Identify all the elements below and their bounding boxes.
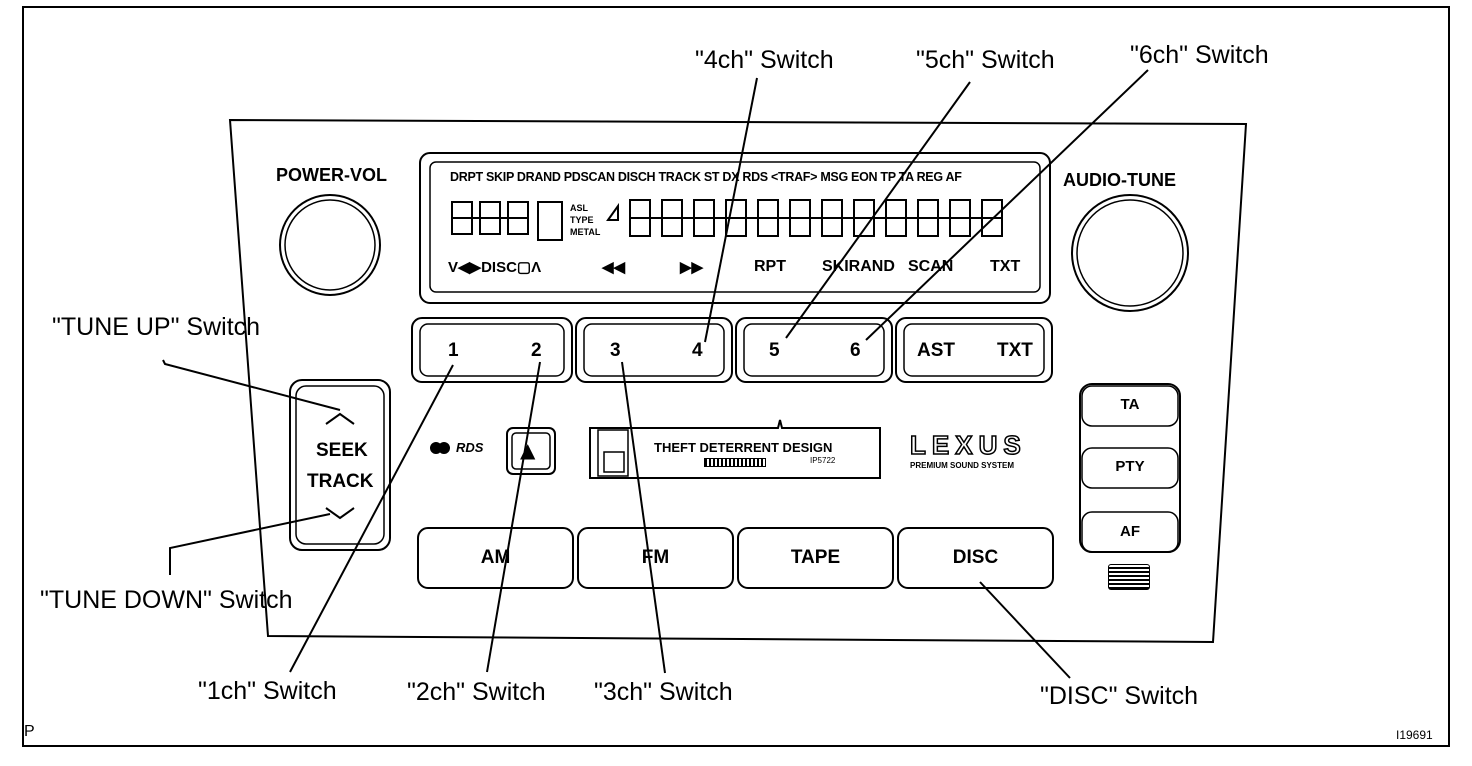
preset-group-ast <box>895 317 1053 383</box>
display-type: TYPE <box>570 215 594 225</box>
callout-1ch: "1ch" Switch <box>198 677 337 705</box>
display-skirand: SKIRAND <box>822 258 895 275</box>
preset-5-button[interactable]: 5 <box>769 340 780 361</box>
callout-tune-down: "TUNE DOWN" Switch <box>40 586 293 614</box>
leader-disc <box>979 581 1071 679</box>
disc-button-outline <box>897 527 1054 589</box>
figure-frame <box>22 6 1450 747</box>
display-forward: ▶▶ <box>680 259 704 276</box>
leader-5ch <box>785 81 971 339</box>
am-button-outline <box>417 527 574 589</box>
display-scan: SCAN <box>908 258 954 275</box>
leader-tune-down <box>169 513 331 575</box>
power-vol-knob-target[interactable] <box>280 195 380 295</box>
eject-button-outline <box>506 427 556 475</box>
am-button[interactable]: AM <box>480 547 511 568</box>
display-rpt: RPT <box>754 258 786 275</box>
figure-id: I19691 <box>1396 728 1433 742</box>
seek-up-chevron <box>325 412 355 425</box>
leader-6ch <box>865 69 1149 341</box>
callout-disc: "DISC" Switch <box>1040 682 1199 710</box>
preset-group-12 <box>411 317 573 383</box>
seek-label: SEEK <box>316 440 368 461</box>
corner-letter: P <box>24 723 35 740</box>
audio-tune-label: AUDIO-TUNE <box>1063 170 1176 190</box>
fm-button-outline <box>577 527 734 589</box>
callout-6ch: "6ch" Switch <box>1130 41 1269 69</box>
af-button[interactable]: AF <box>1120 523 1140 540</box>
audio-tune-knob-target[interactable] <box>1072 195 1188 311</box>
tune-up-button[interactable] <box>318 402 362 432</box>
theft-barcode <box>704 458 766 467</box>
lexus-logo: LEXUS <box>909 429 1027 461</box>
display-indicators: DRPT SKIP DRAND PDSCAN DISCH TRACK ST DX… <box>450 170 962 184</box>
lcd-segments <box>451 199 1003 241</box>
theft-code: IP5722 <box>810 456 836 465</box>
rds-logo: RDS <box>456 440 484 455</box>
pty-button[interactable]: PTY <box>1115 458 1145 475</box>
tune-down-button[interactable] <box>318 500 362 530</box>
power-vol-knob <box>279 194 381 296</box>
preset-4-button[interactable]: 4 <box>692 340 703 361</box>
eject-icon[interactable]: ▲ <box>520 438 536 462</box>
display-outer <box>419 152 1051 304</box>
display-rewind: ◀◀ <box>602 259 626 276</box>
callout-3ch: "3ch" Switch <box>594 678 733 706</box>
leader-2ch <box>486 361 541 673</box>
display-disc-indicator: V◀▶DISC▢Λ <box>448 259 542 276</box>
callout-5ch: "5ch" Switch <box>916 46 1055 74</box>
display-asl: ASL <box>570 203 588 213</box>
compact-disc-logo <box>1108 564 1150 590</box>
txt-button[interactable]: TXT <box>997 340 1033 361</box>
power-vol-label: POWER-VOL <box>276 165 387 185</box>
leader-tune-up <box>162 359 341 411</box>
display-metal: METAL <box>570 227 601 237</box>
head-unit-outline <box>228 118 1248 644</box>
preset-group-56 <box>735 317 893 383</box>
disc-button[interactable]: DISC <box>952 547 999 568</box>
preset-1-button[interactable]: 1 <box>448 340 459 361</box>
callout-2ch: "2ch" Switch <box>407 678 546 706</box>
fm-button[interactable]: FM <box>641 547 670 568</box>
premium-sound-label: PREMIUM SOUND SYSTEM <box>910 461 1015 470</box>
theft-deterrent-label: THEFT DETERRENT DESIGN <box>654 440 833 455</box>
leader-3ch <box>621 361 666 674</box>
ta-button[interactable]: TA <box>1120 396 1140 413</box>
seek-down-chevron <box>325 507 355 520</box>
leader-1ch <box>289 364 454 673</box>
ast-button[interactable]: AST <box>917 340 955 361</box>
callout-tune-up: "TUNE UP" Switch <box>52 313 261 341</box>
audio-tune-knob <box>1071 194 1189 312</box>
callout-4ch: "4ch" Switch <box>695 46 834 74</box>
preset-6-button[interactable]: 6 <box>850 340 861 361</box>
display-inner <box>429 161 1041 293</box>
preset-3-button[interactable]: 3 <box>610 340 621 361</box>
preset-2-button[interactable]: 2 <box>531 340 542 361</box>
preset-group-34 <box>575 317 733 383</box>
track-label: TRACK <box>307 471 374 492</box>
tape-button-outline <box>737 527 894 589</box>
leader-4ch <box>704 77 758 343</box>
tape-button[interactable]: TAPE <box>790 547 841 568</box>
display-txt: TXT <box>990 258 1021 275</box>
seek-track-rocker <box>289 379 391 551</box>
